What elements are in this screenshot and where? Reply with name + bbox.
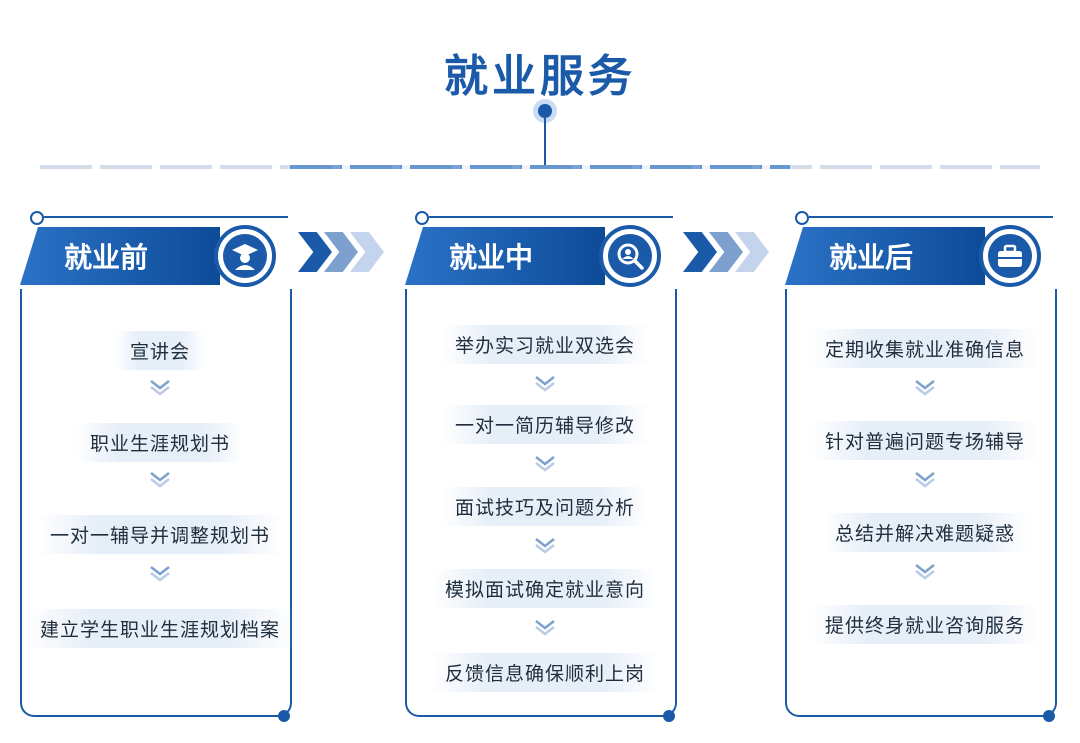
stage-column-before: 就业前 宣讲会 职业生涯规划书 一对一辅导并调整规划书 建立学生职业生涯规划档案 (20, 205, 300, 725)
stage-panel (20, 289, 292, 722)
stage-panel (785, 289, 1057, 722)
step-item: 一对一辅导并调整规划书 (35, 515, 285, 554)
step-item: 反馈信息确保顺利上岗 (430, 653, 660, 692)
stage-start-ring (415, 211, 429, 225)
step-item: 一对一简历辅导修改 (440, 405, 650, 444)
step-item: 针对普遍问题专场辅导 (810, 421, 1040, 460)
briefcase-icon (979, 225, 1041, 287)
step-item: 职业生涯规划书 (75, 423, 245, 462)
stage-header: 就业前 (20, 227, 220, 285)
step-item: 建立学生职业生涯规划档案 (25, 609, 295, 648)
step-item: 提供终身就业咨询服务 (810, 605, 1040, 644)
step-item: 模拟面试确定就业意向 (430, 569, 660, 608)
timeline-line-highlight (290, 165, 790, 169)
stage-top-line (429, 216, 673, 218)
step-item: 举办实习就业双选会 (440, 325, 650, 364)
step-item: 总结并解决难题疑惑 (820, 513, 1030, 552)
stage-top-line (809, 216, 1053, 218)
stage-start-ring (30, 211, 44, 225)
stage-end-dot (663, 710, 675, 722)
step-item: 面试技巧及问题分析 (440, 487, 650, 526)
graduate-icon (214, 225, 276, 287)
chevron-down-icon (535, 456, 555, 472)
stage-start-ring (795, 211, 809, 225)
flow-arrows (683, 232, 769, 276)
chevron-down-icon (915, 380, 935, 396)
title-dot (538, 104, 552, 118)
chevron-down-icon (150, 566, 170, 582)
chevron-down-icon (535, 538, 555, 554)
chevron-down-icon (915, 472, 935, 488)
chevron-down-icon (150, 380, 170, 396)
flow-arrows (298, 232, 384, 276)
stage-column-during: 就业中 举办实习就业双选会 一对一简历辅导修改 面试技巧及问题分析 模拟面试确定… (405, 205, 685, 725)
stage-panel (405, 289, 677, 722)
stage-top-line (44, 216, 288, 218)
chevron-down-icon (915, 564, 935, 580)
search-person-icon (599, 225, 661, 287)
step-item: 定期收集就业准确信息 (810, 329, 1040, 368)
stage-label: 就业中 (449, 241, 534, 274)
chevron-right-icon (683, 232, 717, 272)
chevron-down-icon (535, 620, 555, 636)
stage-label: 就业后 (829, 241, 914, 274)
step-item: 宣讲会 (115, 331, 205, 370)
chevron-down-icon (150, 472, 170, 488)
chevron-down-icon (535, 376, 555, 392)
stage-label: 就业前 (64, 241, 149, 274)
page-title: 就业服务 (444, 51, 636, 102)
stage-end-dot (278, 710, 290, 722)
stage-end-dot (1043, 710, 1055, 722)
title-connector (544, 118, 546, 166)
chevron-right-icon (298, 232, 332, 272)
stage-header: 就业中 (405, 227, 605, 285)
stage-header: 就业后 (785, 227, 985, 285)
stage-column-after: 就业后 定期收集就业准确信息 针对普遍问题专场辅导 总结并解决难题疑惑 提供终身… (785, 205, 1065, 725)
